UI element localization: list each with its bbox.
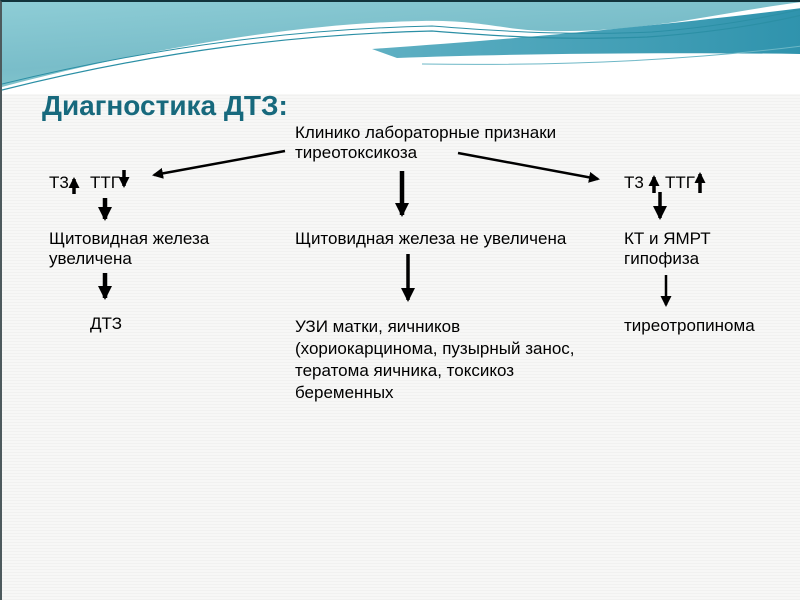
header-wave-decoration [2,2,800,94]
left-step-line1: Щитовидная железа [49,229,210,248]
left-result-node: ДТЗ [90,314,122,333]
header-thin-line-2 [2,8,800,85]
root-node-line1: Клинико лабораторные признаки [295,123,557,142]
root-node-line2: тиреотоксикоза [295,143,418,162]
arrow-root-to-left-icon [152,149,286,179]
middle-result-line3: тератома яичника, токсикоз [295,361,515,380]
right-step-line1: КТ и ЯМРТ [624,229,711,248]
slide-title: Диагностика ДТЗ: [42,90,288,121]
right-step-node: КТ и ЯМРТ гипофиза [624,229,711,269]
right-ttg-label: ТТГ [665,173,695,192]
middle-result-line2: (хориокарцинома, пузырный занос, [295,339,575,358]
middle-step-node: Щитовидная железа не увеличена [295,229,567,248]
header-thin-line-1 [2,14,800,91]
right-step-line2: гипофиза [624,249,700,268]
left-t3-label: Т3 [49,173,69,192]
header-thin-line-3 [421,45,800,65]
root-node: Клинико лабораторные признаки тиреотокси… [295,123,556,163]
left-step-line2: увеличена [49,249,132,268]
middle-result-node: УЗИ матки, яичников (хориокарцинома, пуз… [295,316,575,404]
middle-result-line1: УЗИ матки, яичников [295,317,461,336]
right-t3-label: Т3 [624,173,644,192]
left-step-node: Щитовидная железа увеличена [49,229,209,269]
middle-result-line4: беременных [295,383,394,402]
right-result-node: тиреотропинома [624,316,755,335]
left-ttg-label: ТТГ [90,173,120,192]
